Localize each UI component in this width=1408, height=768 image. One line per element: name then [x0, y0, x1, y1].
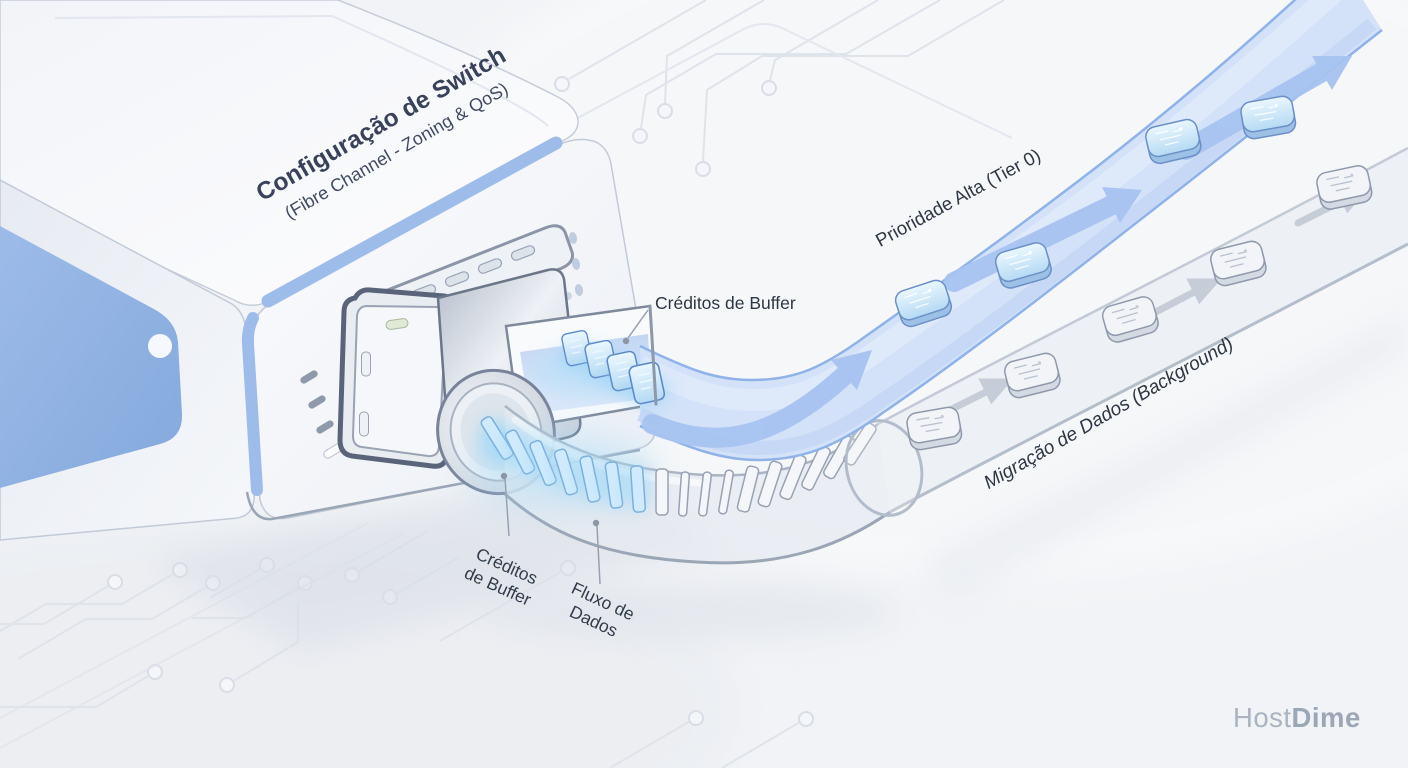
migration-packets — [904, 163, 1375, 452]
edge-stripe-top — [261, 136, 563, 308]
switch-blue-panel — [0, 226, 183, 488]
callout-leader-lines — [500, 309, 649, 585]
brand-prefix: Host — [1233, 702, 1292, 733]
callout-buffer-credits-top: Créditos de Buffer — [655, 293, 796, 313]
panel-screw-dot — [148, 334, 172, 358]
edge-stripe-corner — [241, 312, 263, 496]
packet-chip — [904, 404, 964, 452]
packet-chip — [1238, 93, 1298, 141]
buffer-credit-slabs — [465, 411, 879, 518]
faceplate-dots — [568, 232, 584, 296]
brand-suffix: Dime — [1291, 702, 1361, 733]
front-vents — [299, 369, 343, 459]
status-led — [385, 318, 409, 330]
switch-top-face — [0, 0, 579, 306]
hostdime-logo: HostDime — [1233, 702, 1361, 734]
